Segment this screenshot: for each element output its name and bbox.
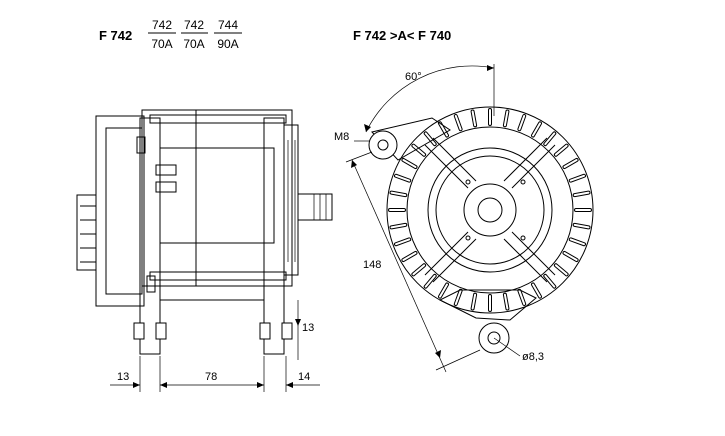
- fin-slot: [471, 110, 477, 127]
- variant-fraction-1: 742 70A: [148, 18, 176, 51]
- fin-slot: [471, 293, 477, 310]
- fin-slot: [454, 289, 462, 305]
- stator-window: [159, 147, 275, 244]
- fin-slot: [544, 274, 556, 288]
- fin-slot: [412, 264, 426, 276]
- variant-fraction-2: 742 70A: [181, 18, 208, 51]
- fin-slot: [424, 132, 436, 146]
- fin-slot: [518, 115, 526, 131]
- mounting-lugs: [133, 117, 293, 355]
- distance-label: 148: [363, 259, 381, 271]
- hub-bore: [477, 197, 503, 223]
- fin-ring-inner: [406, 126, 574, 294]
- model-label: F 742: [99, 28, 132, 43]
- fin-slot: [544, 132, 556, 146]
- fin-slot: [563, 252, 578, 261]
- angle-label: 60°: [405, 71, 422, 83]
- dim-mid-label: 78: [205, 371, 217, 383]
- side-view: 13 78 14 13: [76, 109, 333, 392]
- inner-ring-2: [435, 155, 545, 265]
- vent-slot-2: [155, 181, 177, 193]
- fin-slot: [439, 283, 448, 298]
- variant-fraction-3: 744 90A: [214, 18, 242, 51]
- fin-slot: [563, 159, 578, 168]
- fin-slot: [554, 144, 568, 156]
- fin-slot: [402, 159, 417, 168]
- front-fan-housing: [283, 124, 299, 276]
- fin-slot: [554, 264, 568, 276]
- side-dimensions: 13 78 14 13: [110, 300, 320, 392]
- variant-2-rating: 70A: [183, 37, 204, 51]
- outer-housing: [386, 106, 594, 314]
- header: F 742 742 70A 742 70A 744 90A F 742 >A< …: [99, 18, 451, 51]
- fin-slot: [395, 238, 411, 246]
- bolt-hole-4: [520, 235, 526, 241]
- cooling-fins: [388, 108, 592, 312]
- variant-3-rating: 90A: [217, 37, 238, 51]
- housing-bottom-rim: [149, 271, 287, 281]
- variant-3-number: 744: [218, 18, 238, 32]
- connector-pins: [76, 194, 97, 271]
- dim-left-label: 13: [117, 371, 129, 383]
- inner-ring-1: [427, 147, 553, 273]
- fin-slot: [424, 274, 436, 288]
- housing-top-rim: [149, 114, 287, 124]
- variant-2-number: 742: [184, 18, 204, 32]
- hub-outer: [463, 183, 517, 237]
- hole-diameter-label: ø8,3: [522, 351, 544, 363]
- fin-slot: [412, 144, 426, 156]
- fin-slot: [573, 191, 590, 197]
- fin-slot: [503, 293, 509, 310]
- fin-slot: [439, 122, 448, 137]
- fin-slot: [402, 252, 417, 261]
- upper-mounting-ear: [368, 117, 451, 161]
- dim-offset-label: 13: [302, 322, 314, 334]
- variant-1-number: 742: [152, 18, 172, 32]
- bolt-hole-3: [465, 235, 471, 241]
- thread-label: M8: [334, 131, 349, 143]
- fin-slot: [390, 191, 407, 197]
- bolt-hole-2: [520, 179, 526, 185]
- equivalence-label: F 742 >A< F 740: [353, 28, 451, 43]
- fin-slot: [518, 289, 526, 305]
- front-dimensions: 60° M8 148 ø8,3: [334, 64, 544, 373]
- fin-slot: [569, 238, 585, 246]
- vent-slot-1: [155, 164, 177, 176]
- variant-1-rating: 70A: [151, 37, 172, 51]
- fin-slot: [503, 110, 509, 127]
- fin-slot: [454, 115, 462, 131]
- front-view: 60° M8 148 ø8,3: [334, 64, 594, 373]
- fin-slot: [569, 174, 585, 182]
- spokes: [424, 137, 556, 283]
- dim-right-label: 14: [298, 371, 310, 383]
- pulley-shaft: [297, 193, 333, 221]
- fin-slot: [395, 174, 411, 182]
- rear-screw: [136, 136, 146, 154]
- fin-slot: [390, 223, 407, 229]
- fin-slot: [532, 283, 541, 298]
- bolt-hole-1: [465, 179, 471, 185]
- fin-slot: [573, 223, 590, 229]
- housing-body: [141, 109, 293, 287]
- fin-slot: [532, 122, 541, 137]
